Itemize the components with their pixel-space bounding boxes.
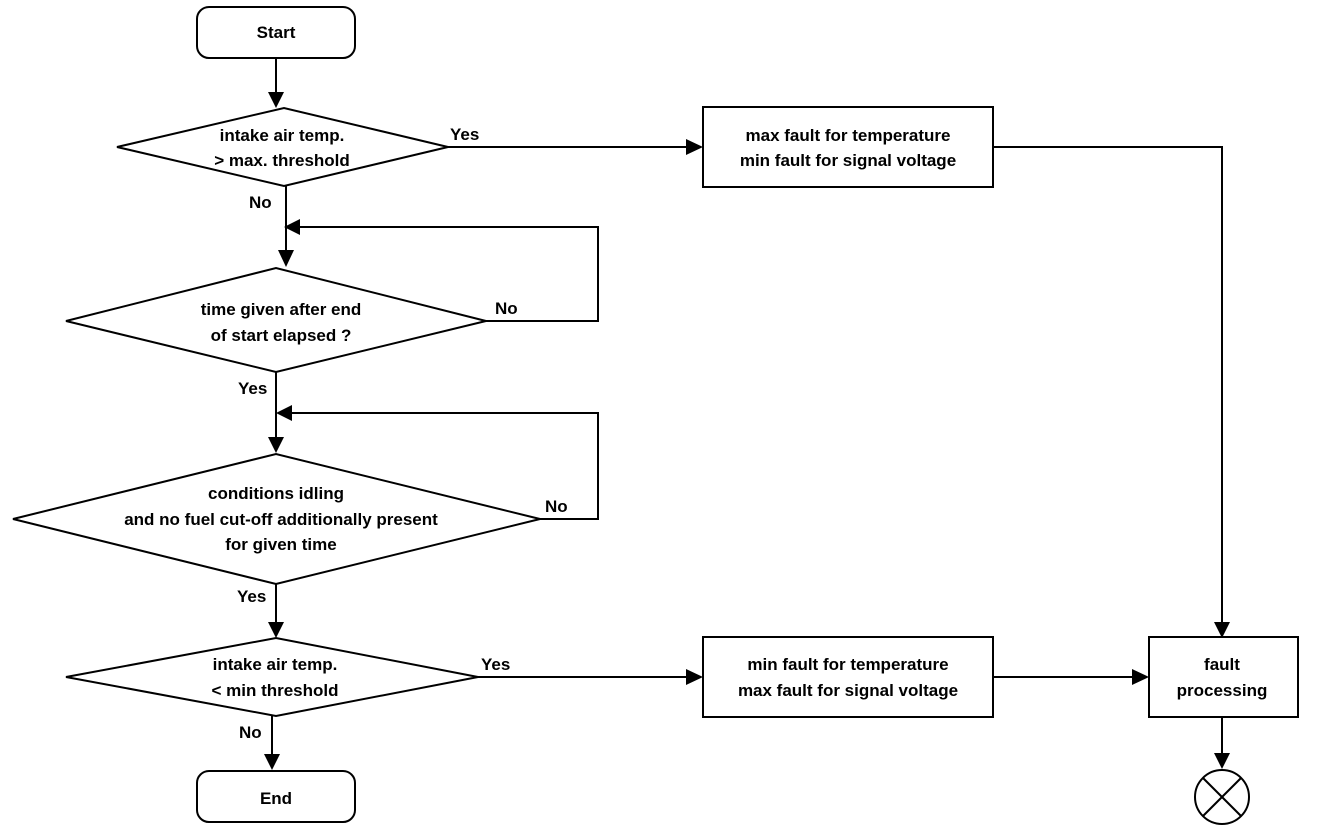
decision-max-shape [116, 106, 449, 188]
arrowhead [268, 437, 284, 453]
decision-idle-line-2: and no fuel cut-off additionally present [124, 510, 438, 529]
decision-max-line-1: intake air temp. [220, 126, 345, 145]
fault-processing-shape [1148, 636, 1299, 718]
start-label: Start [257, 23, 296, 42]
arrowhead [1214, 622, 1230, 638]
arrowhead [276, 405, 292, 421]
edge-labels: Yes No No Yes No Yes Yes No [237, 125, 568, 742]
start-node: Start [196, 6, 356, 59]
fault-processing-line-1: fault [1204, 655, 1240, 674]
arrowhead [268, 92, 284, 108]
process-max-shape [702, 106, 994, 188]
process-min-line-1: min fault for temperature [747, 655, 948, 674]
fault-processing-line-2: processing [1177, 681, 1268, 700]
label-idle-yes: Yes [237, 587, 266, 606]
process-max-line-2: min fault for signal voltage [740, 151, 956, 170]
decision-min-line-2: < min threshold [211, 681, 338, 700]
arrowhead [1132, 669, 1149, 685]
decision-max-line-2: > max. threshold [214, 151, 350, 170]
arrowhead [278, 250, 294, 267]
label-idle-no: No [545, 497, 568, 516]
arrowhead [264, 754, 280, 770]
arrowhead [686, 139, 703, 155]
decision-idle-conditions: conditions idling and no fuel cut-off ad… [12, 452, 541, 586]
end-node: End [196, 770, 356, 823]
start-terminal-shape [196, 6, 356, 59]
arrowhead [284, 219, 300, 235]
decision-min-line-1: intake air temp. [213, 655, 338, 674]
fault-processing-node: fault processing [1148, 636, 1299, 718]
terminator-cross-b [1202, 777, 1242, 817]
arrowhead [268, 622, 284, 638]
edges [264, 58, 1230, 770]
decision-time-elapsed: time given after end of start elapsed ? [65, 266, 487, 374]
decision-time-line-1: time given after end [201, 300, 362, 319]
process-max-fault: max fault for temperature min fault for … [702, 106, 994, 188]
label-time-yes: Yes [238, 379, 267, 398]
decision-min-threshold: intake air temp. < min threshold [65, 636, 479, 718]
decision-idle-line-3: for given time [225, 535, 336, 554]
label-time-no: No [495, 299, 518, 318]
process-max-line-1: max fault for temperature [746, 126, 951, 145]
label-max-no: No [249, 193, 272, 212]
end-terminal-shape [196, 770, 356, 823]
decision-time-shape [65, 266, 487, 374]
label-min-yes: Yes [481, 655, 510, 674]
decision-max-threshold: intake air temp. > max. threshold [116, 106, 449, 188]
label-min-no: No [239, 723, 262, 742]
process-min-shape [702, 636, 994, 718]
arrowhead [686, 669, 703, 685]
decision-min-shape [65, 636, 479, 718]
process-min-line-2: max fault for signal voltage [738, 681, 958, 700]
label-max-yes: Yes [450, 125, 479, 144]
decision-time-line-2: of start elapsed ? [211, 326, 352, 345]
crossed-circle-icon [1194, 769, 1250, 825]
edge-procmax-to-fault [993, 146, 1223, 622]
edge-idle-no-loop [292, 412, 599, 520]
end-label: End [260, 789, 292, 808]
edge-time-no-loop [300, 226, 599, 322]
process-min-fault: min fault for temperature max fault for … [702, 636, 994, 718]
decision-idle-line-1: conditions idling [208, 484, 344, 503]
decision-idle-shape [12, 452, 541, 586]
arrowhead [1214, 753, 1230, 769]
